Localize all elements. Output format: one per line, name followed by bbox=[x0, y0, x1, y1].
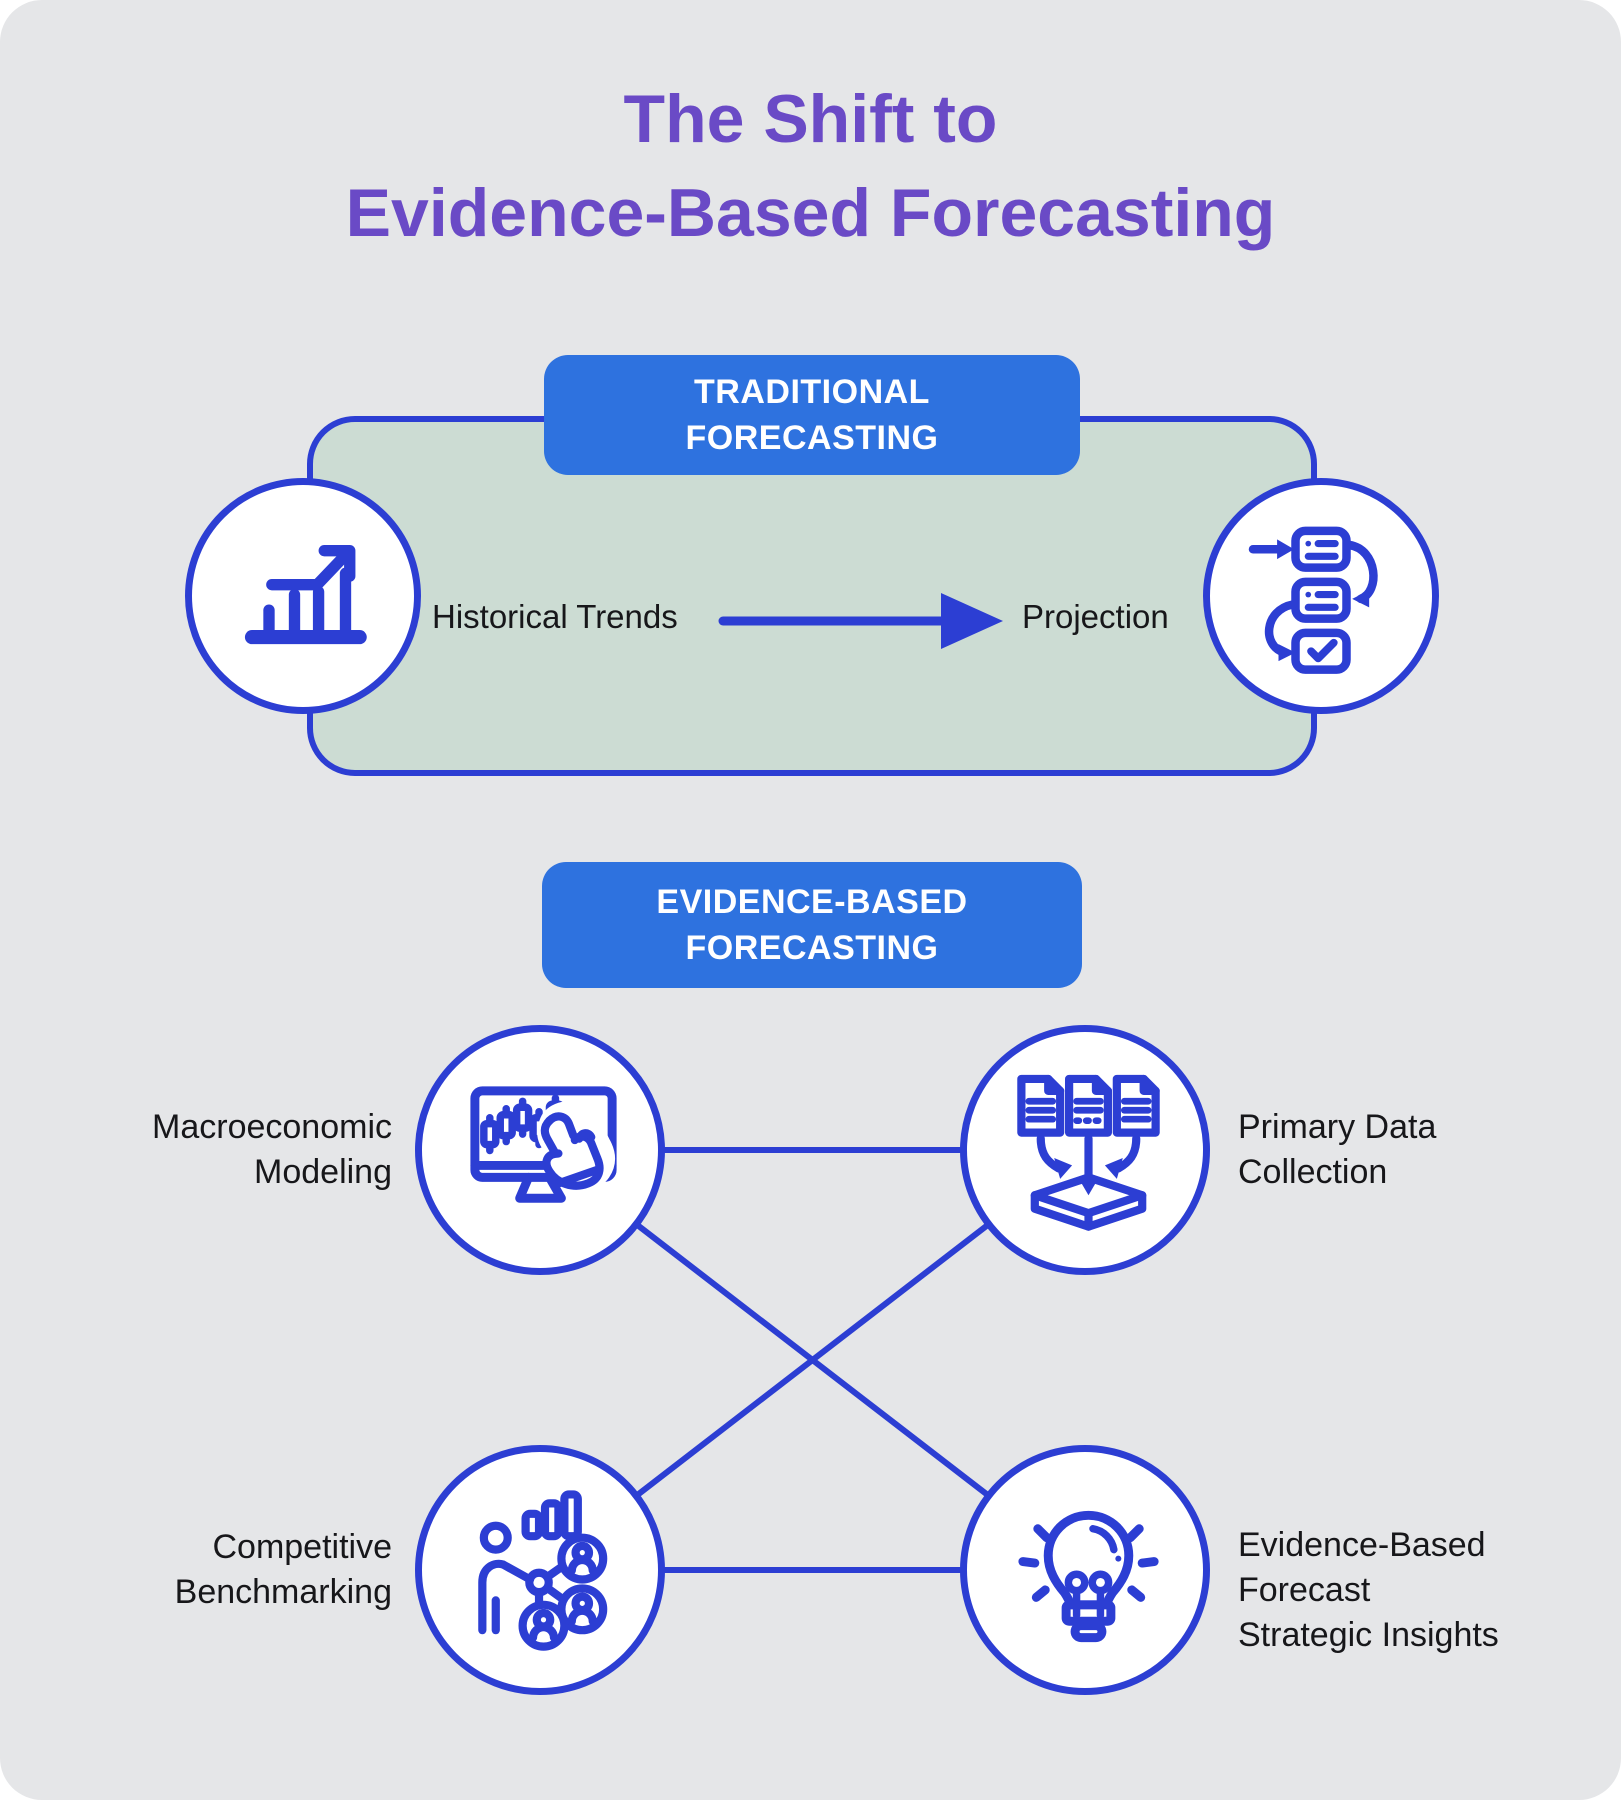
competitive-benchmarking-node bbox=[415, 1445, 665, 1695]
evidence-badge: EVIDENCE-BASED FORECASTING bbox=[542, 862, 1082, 988]
growth-chart-icon bbox=[244, 545, 367, 645]
primary-data-collection-node bbox=[960, 1025, 1210, 1275]
historical-trends-node bbox=[185, 478, 421, 714]
macroeconomic-modeling-label: Macroeconomic Modeling bbox=[152, 1108, 392, 1191]
projection-node bbox=[1203, 478, 1439, 714]
people-benchmark-icon bbox=[478, 1490, 608, 1651]
flow-arrow-icon bbox=[718, 593, 1003, 649]
title-line-2: Evidence-Based Forecasting bbox=[345, 175, 1276, 251]
lightbulb-icon bbox=[1018, 1510, 1159, 1643]
process-steps-icon bbox=[1248, 526, 1378, 674]
page-title: The Shift to Evidence-Based Forecasting bbox=[0, 72, 1621, 260]
primary-data-collection-label: Primary Data Collection bbox=[1238, 1108, 1437, 1191]
flow-from-label: Historical Trends bbox=[432, 598, 678, 635]
strategic-insights-label: Evidence-Based Forecast Strategic Insigh… bbox=[1238, 1526, 1499, 1654]
candlestick-monitor-icon bbox=[470, 1086, 617, 1203]
competitive-benchmarking-label: Competitive Benchmarking bbox=[174, 1528, 392, 1611]
strategic-insights-node bbox=[960, 1445, 1210, 1695]
title-line-1: The Shift to bbox=[623, 81, 998, 157]
flow-to-label: Projection bbox=[1022, 598, 1169, 635]
macroeconomic-modeling-node bbox=[415, 1025, 665, 1275]
traditional-badge: TRADITIONAL FORECASTING bbox=[544, 355, 1080, 475]
documents-collection-icon bbox=[1017, 1074, 1160, 1231]
